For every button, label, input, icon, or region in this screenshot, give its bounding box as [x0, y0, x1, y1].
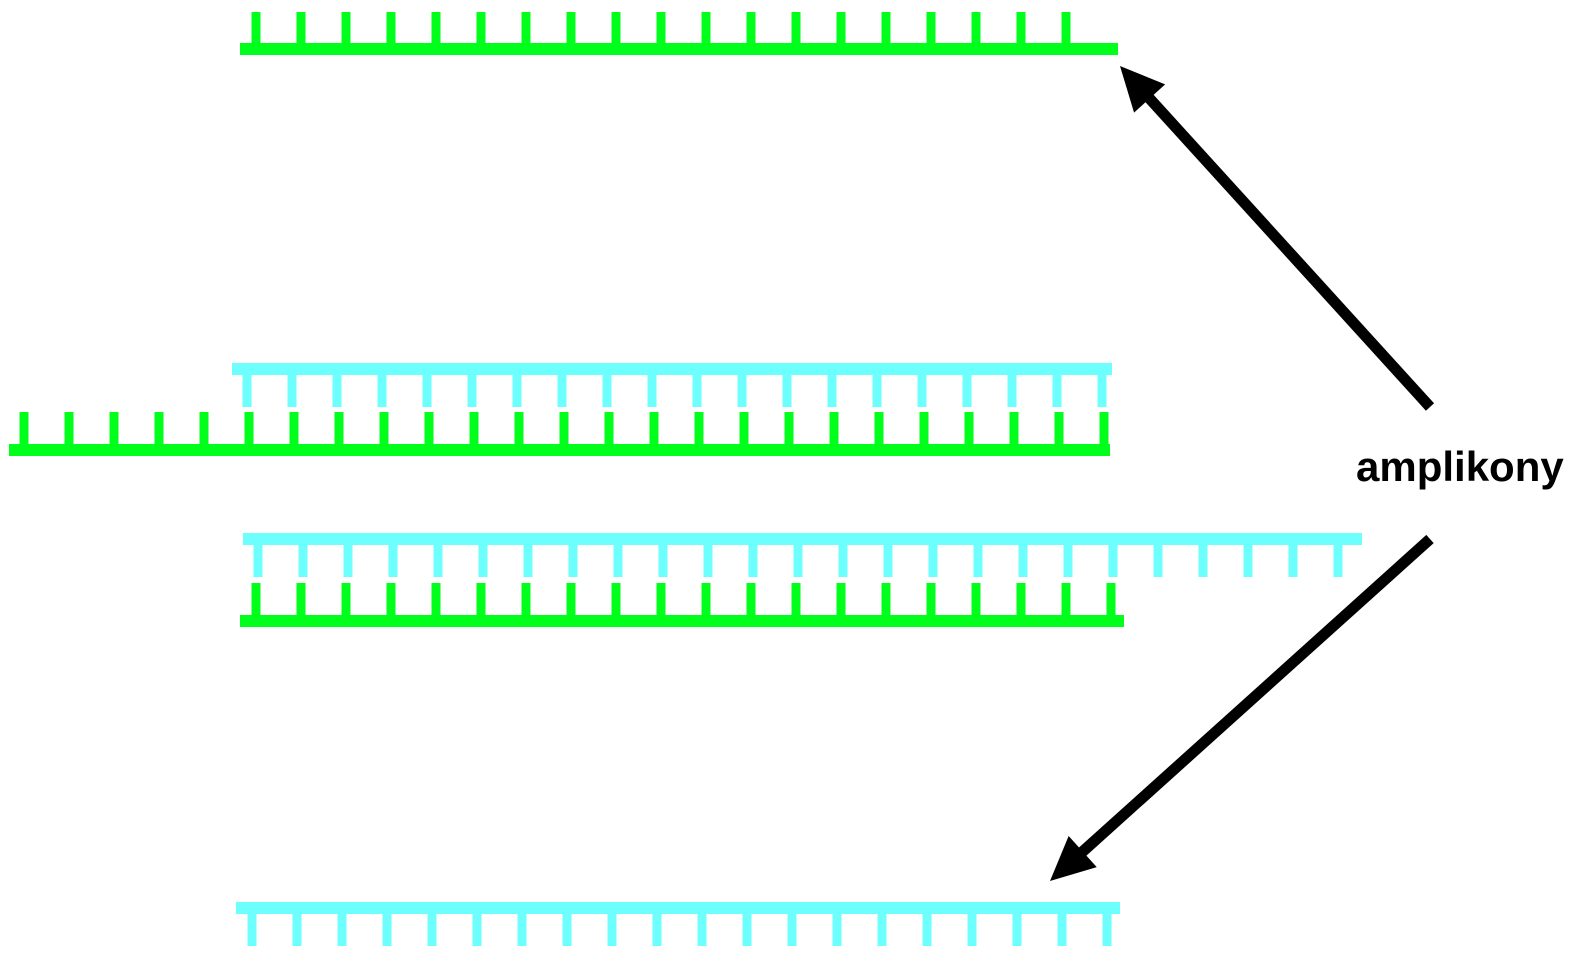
- strand-lower-green: [240, 583, 1124, 627]
- arrow-shaft: [1142, 91, 1435, 411]
- amplikony-label: amplikony: [1356, 443, 1564, 490]
- strand-lower-cyan-long: [243, 533, 1362, 577]
- arrows-layer: [1050, 66, 1435, 881]
- arrow-to-bottom-amplicon: [1050, 534, 1434, 881]
- arrow-head: [1120, 66, 1166, 113]
- strand-upper-cyan: [232, 363, 1112, 407]
- strands-layer: [9, 12, 1362, 946]
- arrow-to-top-amplicon: [1120, 66, 1435, 411]
- strand-upper-green-long: [9, 412, 1110, 456]
- arrow-head: [1050, 835, 1097, 881]
- arrow-shaft: [1076, 534, 1434, 859]
- strand-top-green-single: [240, 12, 1118, 55]
- strand-bottom-cyan-single: [236, 902, 1120, 946]
